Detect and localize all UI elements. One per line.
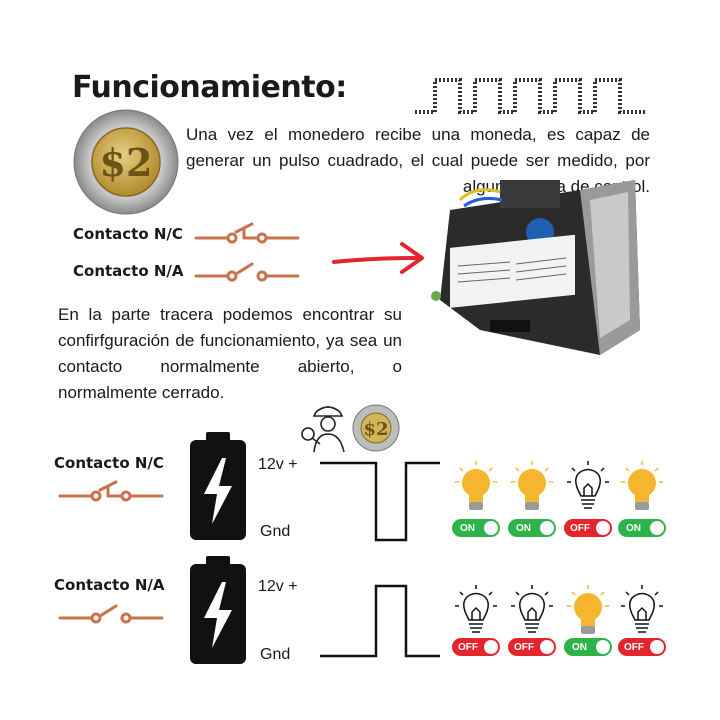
nc-toggle-badge-1: ON xyxy=(452,519,500,537)
toggle-label: OFF xyxy=(570,522,590,534)
nc-toggle-badge-3: OFF xyxy=(564,519,612,537)
toggle-label: ON xyxy=(460,522,475,534)
inspector-icon xyxy=(301,406,345,453)
bulb-on-icon xyxy=(620,460,664,514)
legend-na-label: Contacto N/A xyxy=(73,262,184,280)
toggle-knob xyxy=(540,521,554,535)
legend-nc-label: Contacto N/C xyxy=(73,225,183,243)
battery-icon-na xyxy=(190,556,246,664)
coin-value: $2 xyxy=(100,140,153,185)
bulb-off-icon xyxy=(510,584,554,638)
na-signal-wave xyxy=(320,584,440,658)
arrow-icon xyxy=(332,242,424,274)
na-toggle-badge-4: OFF xyxy=(618,638,666,656)
na-toggle-badge-3: ON xyxy=(564,638,612,656)
switch-na-icon xyxy=(194,262,300,282)
square-wave-icon xyxy=(415,78,645,114)
toggle-knob xyxy=(484,640,498,654)
nc-diagram-label: Contacto N/C xyxy=(54,454,164,472)
toggle-label: ON xyxy=(626,522,641,534)
bulb-on-icon xyxy=(454,460,498,514)
toggle-knob xyxy=(596,521,610,535)
toggle-label: OFF xyxy=(514,641,534,653)
nc-toggle-badge-2: ON xyxy=(508,519,556,537)
toggle-knob xyxy=(484,521,498,535)
toggle-knob xyxy=(650,640,664,654)
coin-acceptor-device xyxy=(431,180,640,355)
na-toggle-badge-2: OFF xyxy=(508,638,556,656)
toggle-knob xyxy=(540,640,554,654)
toggle-label: ON xyxy=(516,522,531,534)
na-toggle-badge-1: OFF xyxy=(452,638,500,656)
nc-signal-wave xyxy=(320,461,440,542)
toggle-label: OFF xyxy=(624,641,644,653)
page-title: Funcionamiento: xyxy=(72,70,347,105)
nc-gnd-label: Gnd xyxy=(260,523,291,540)
toggle-knob xyxy=(650,521,664,535)
toggle-label: OFF xyxy=(458,641,478,653)
svg-text:$2: $2 xyxy=(363,419,388,440)
toggle-label: ON xyxy=(572,641,587,653)
na-gnd-label: Gnd xyxy=(260,646,291,663)
na-vplus-label: 12v + xyxy=(258,578,298,595)
toggle-knob xyxy=(596,640,610,654)
nc-toggle-badge-4: ON xyxy=(618,519,666,537)
bulb-off-icon xyxy=(566,460,610,514)
back-paragraph: En la parte tracera podemos encontrar su… xyxy=(58,305,402,402)
nc-switch-icon xyxy=(58,480,164,502)
bulb-on-icon xyxy=(510,460,554,514)
bulb-off-icon xyxy=(620,584,664,638)
na-switch-icon xyxy=(58,604,164,624)
small-coin-icon: $2 xyxy=(352,404,400,452)
coin-icon: $2 xyxy=(73,109,179,215)
na-diagram-label: Contacto N/A xyxy=(54,576,165,594)
bulb-on-icon xyxy=(566,584,610,638)
nc-vplus-label: 12v + xyxy=(258,456,298,473)
switch-nc-icon xyxy=(194,222,300,244)
bulb-off-icon xyxy=(454,584,498,638)
battery-icon-nc xyxy=(190,432,246,540)
